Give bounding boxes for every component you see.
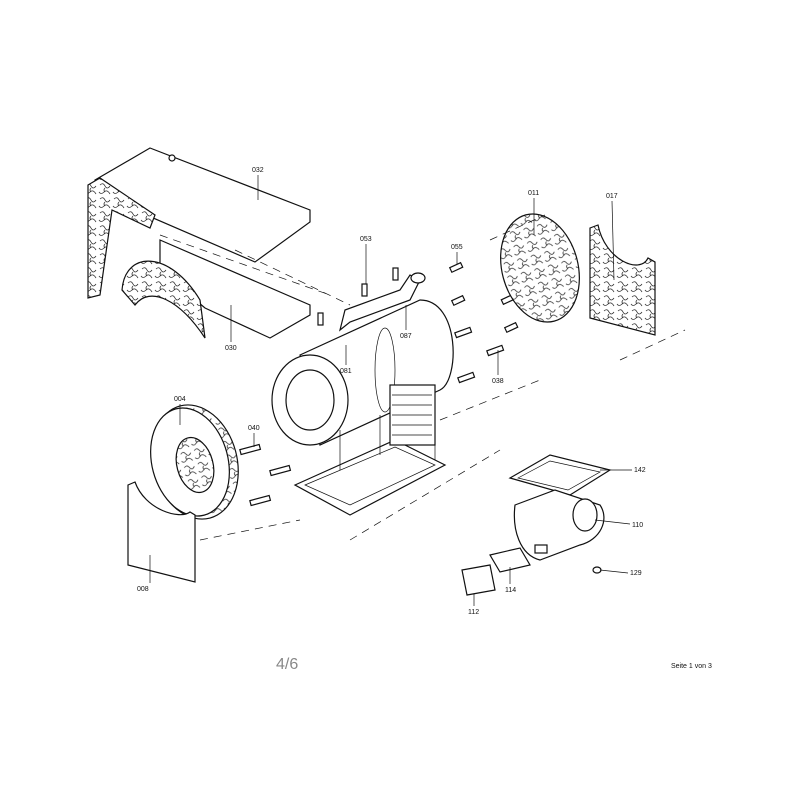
- part-labels: 032 053 055 011 017 030 087 081 038 004 …: [137, 167, 646, 616]
- label-110: 110: [632, 522, 643, 529]
- label-081: 081: [340, 368, 352, 375]
- label-142: 142: [634, 467, 646, 474]
- page-of-label: Seite 1 von 3: [671, 663, 712, 670]
- label-055: 055: [451, 244, 463, 251]
- label-032: 032: [252, 167, 264, 174]
- label-040: 040: [248, 425, 260, 432]
- insulation-ring-004: [150, 404, 239, 520]
- label-030: 030: [225, 345, 237, 352]
- insulation-disc-011: [500, 213, 580, 323]
- label-038: 038: [492, 378, 504, 385]
- page-number: 4/6: [276, 656, 299, 673]
- insulation-plate-017: [589, 224, 656, 336]
- label-114: 114: [505, 587, 516, 594]
- boiler-frame: [293, 384, 447, 516]
- assembly-lines: [159, 214, 686, 541]
- label-053: 053: [360, 236, 372, 243]
- boiler-drum: [271, 272, 454, 446]
- gasket-114: [489, 547, 531, 573]
- plugs-and-clips: [239, 261, 519, 507]
- label-129: 129: [630, 570, 642, 577]
- label-087: 087: [400, 333, 412, 340]
- insulation-shelf-032: [87, 147, 311, 299]
- plate-112: [461, 564, 496, 596]
- leader-lines: [149, 175, 632, 606]
- combustion-chamber-110-142: [508, 454, 612, 574]
- label-017: 017: [606, 193, 618, 200]
- label-008: 008: [137, 586, 149, 593]
- sensor-set-053: [317, 267, 399, 326]
- insulation-shelf-030: [121, 239, 311, 339]
- insulation-plate-008: [127, 481, 196, 583]
- label-011: 011: [528, 190, 539, 197]
- label-112: 112: [468, 609, 479, 616]
- label-004: 004: [174, 396, 186, 403]
